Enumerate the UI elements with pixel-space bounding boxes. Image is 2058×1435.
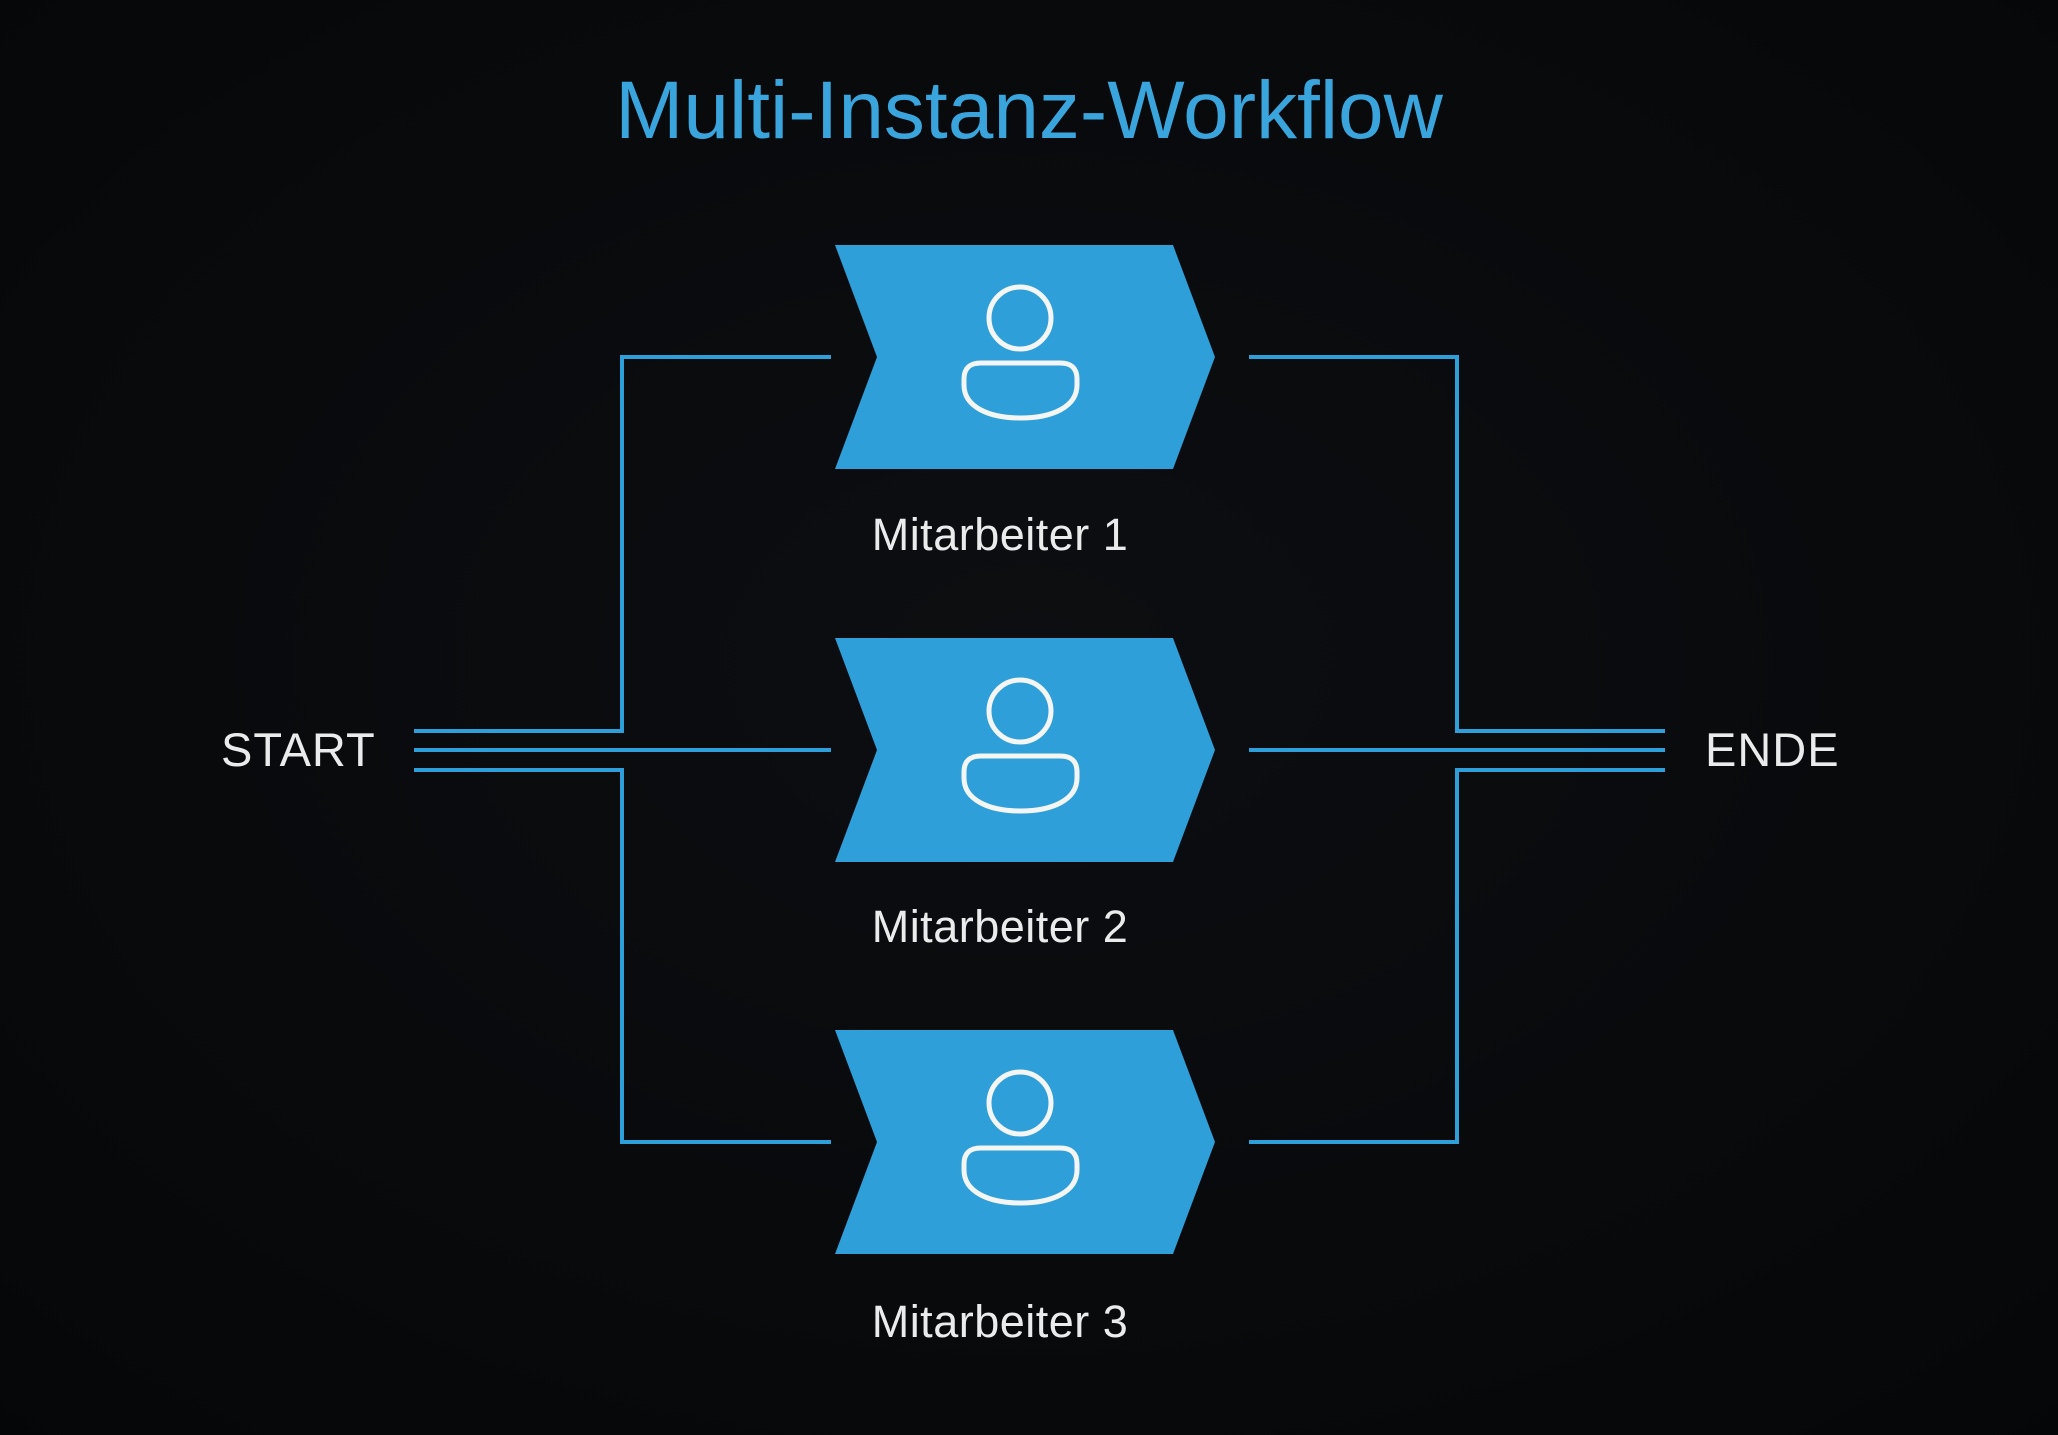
- fork-line-branch-1: [414, 355, 831, 733]
- task-arrow-shape: [835, 638, 1215, 862]
- fork-connector-lines: [414, 355, 831, 1144]
- task-arrow-shape: [835, 1030, 1215, 1254]
- task-arrow-branch-1: [835, 245, 1215, 469]
- merge-line-branch-1: [1249, 355, 1665, 733]
- task-arrow-branch-3: [835, 1030, 1215, 1254]
- branch-label: Mitarbeiter 3: [871, 1296, 1129, 1347]
- task-arrow-branch-2: [835, 638, 1215, 862]
- branch-label: Mitarbeiter 1: [871, 509, 1129, 560]
- page-title: Multi-Instanz-Workflow: [615, 65, 1443, 156]
- merge-connector-lines: [1249, 355, 1665, 1144]
- end-label: ENDE: [1705, 723, 1840, 776]
- fork-line-branch-3: [414, 768, 831, 1144]
- merge-line-branch-3: [1249, 768, 1665, 1144]
- start-label: START: [221, 723, 376, 776]
- branch-label: Mitarbeiter 2: [871, 901, 1129, 952]
- task-arrow-shape: [835, 245, 1215, 469]
